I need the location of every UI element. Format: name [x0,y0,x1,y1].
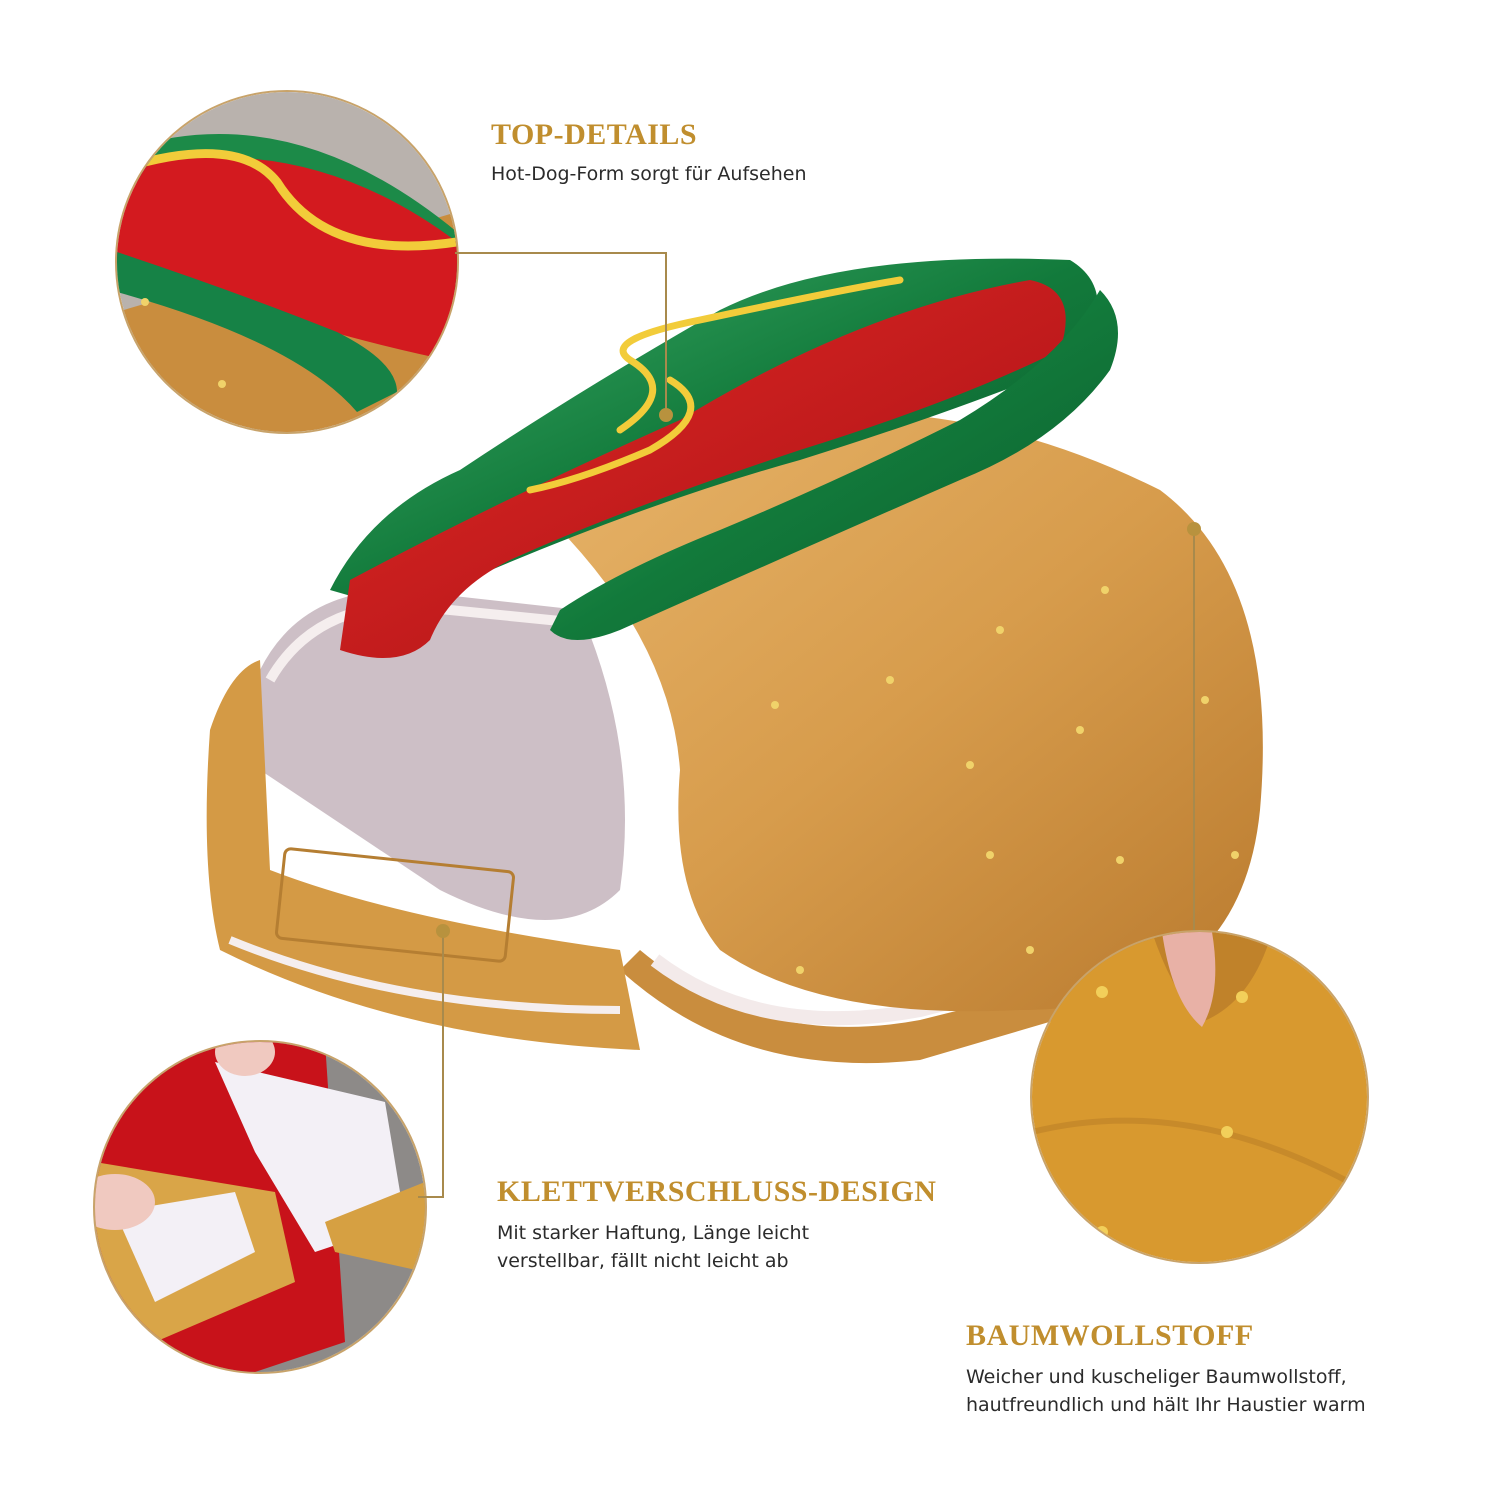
detail-circle-velcro [93,1040,427,1374]
leader-line-velcro-v [442,930,444,1198]
anchor-dot-fabric [1187,522,1201,536]
callout-description-line-1: Weicher und kuscheliger Baumwollstoff, [966,1366,1347,1388]
anchor-dot-top [659,408,673,422]
callout-cotton-fabric: BAUMWOLLSTOFF Weicher und kuscheliger Ba… [966,1321,1366,1419]
anchor-dot-velcro [436,924,450,938]
leader-line-velcro-h [418,1196,444,1198]
callout-top-details: TOP-DETAILS Hot-Dog-Form sorgt für Aufse… [491,120,807,188]
leader-line-top-v [665,252,667,415]
callout-velcro-design: KLETTVERSCHLUSS-DESIGN Mit starker Haftu… [497,1177,936,1275]
callout-description-line-2: hautfreundlich und hält Ihr Haustier war… [966,1394,1366,1416]
leader-line-top-h [455,252,667,254]
callout-description: Hot-Dog-Form sorgt für Aufsehen [491,163,807,185]
leader-line-fabric-v [1193,530,1195,930]
callout-heading: TOP-DETAILS [491,118,698,151]
detail-circle-top [115,90,459,434]
callout-description-line-2: verstellbar, fällt nicht leicht ab [497,1250,789,1272]
main-product-image [200,250,1300,1070]
callout-heading: KLETTVERSCHLUSS-DESIGN [497,1175,937,1208]
callout-description-line-1: Mit starker Haftung, Länge leicht [497,1222,810,1244]
detail-circle-fabric [1030,930,1369,1264]
callout-heading: BAUMWOLLSTOFF [966,1319,1254,1352]
